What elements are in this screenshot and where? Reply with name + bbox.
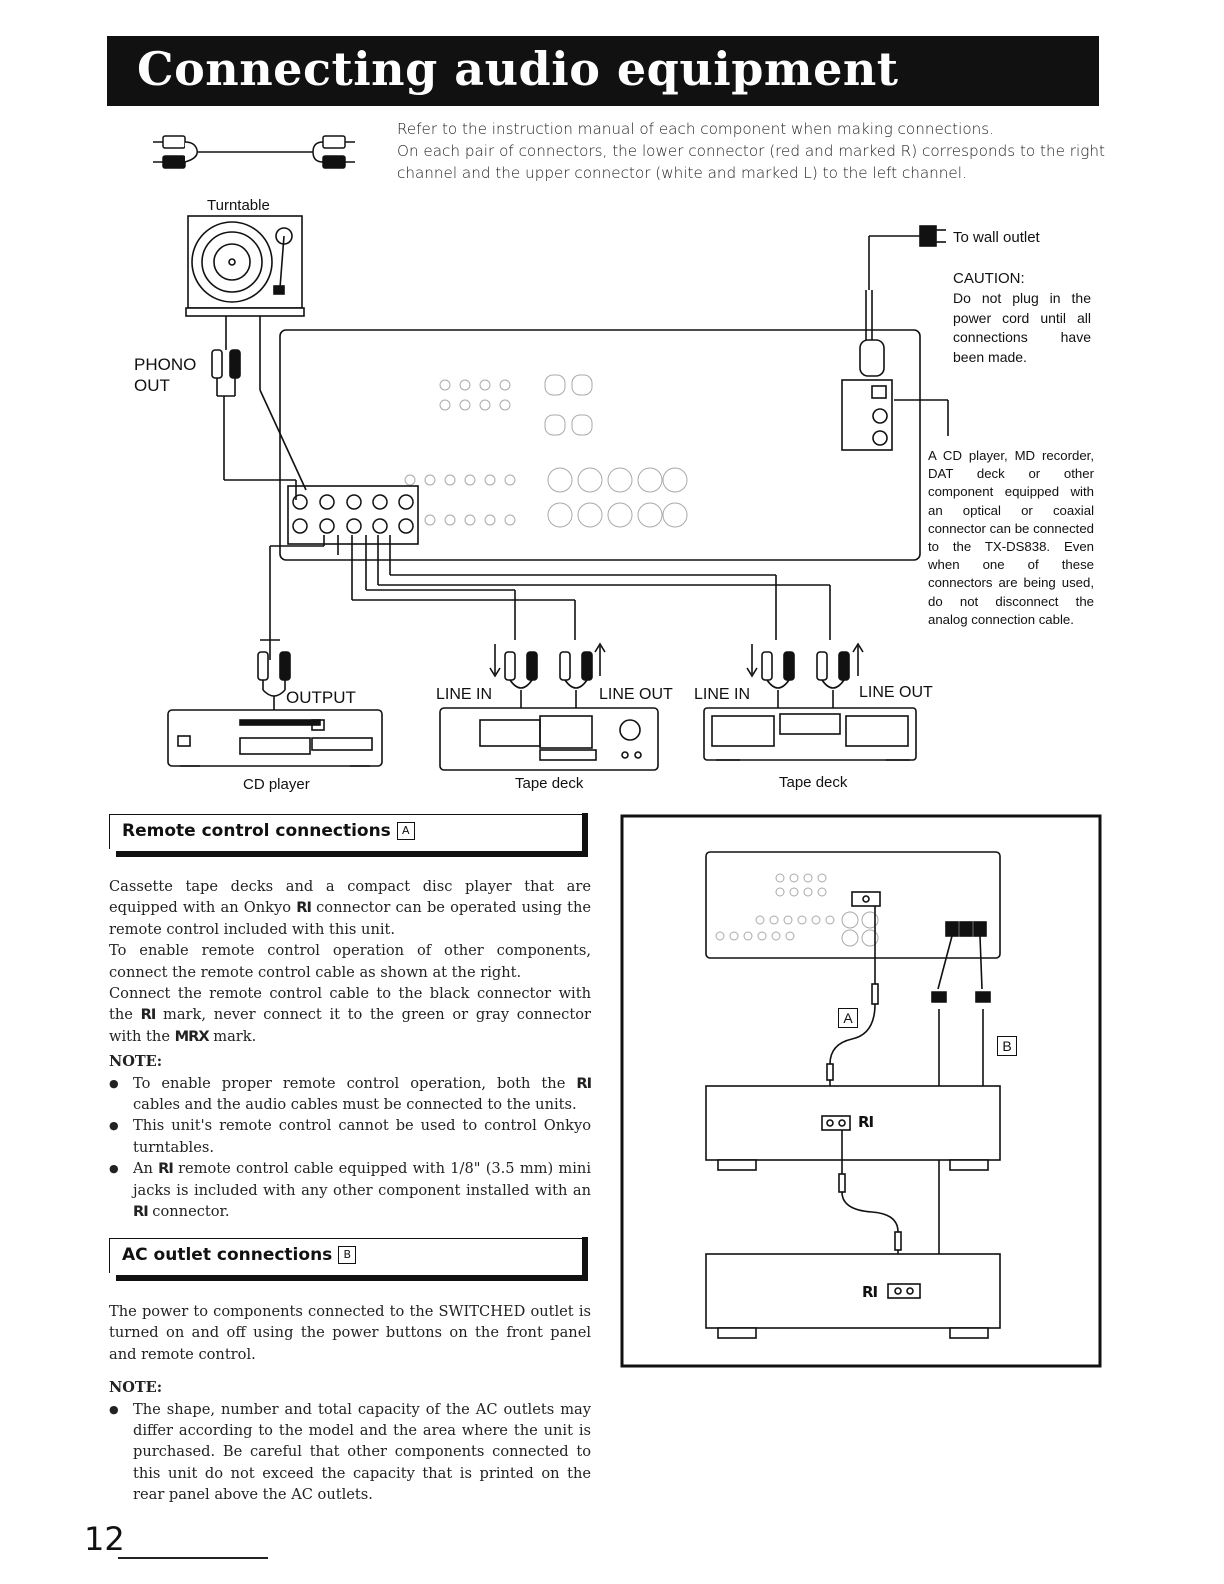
wall-outlet-label: To wall outlet (953, 229, 1040, 246)
ri-label-device-2: RI (862, 1283, 878, 1301)
receiver-jacks-faint (404, 374, 688, 528)
tape-deck-2-label: Tape deck (779, 774, 848, 791)
page-title: Connecting audio equipment (137, 42, 899, 96)
receiver-rear-panel (279, 329, 921, 561)
ri-mark: RI (140, 1006, 157, 1024)
caution-text: Do not plug in the power cord until all … (953, 290, 1091, 365)
diagram-label-a: A (838, 1008, 858, 1028)
cd-player-label: CD player (243, 776, 310, 793)
remote-section-body: Cassette tape decks and a compact disc p… (109, 876, 592, 1223)
remote-p3-a: Connect the remote control cable to the … (109, 985, 591, 1024)
page-title-bar: Connecting audio equipment (107, 36, 1099, 106)
ac-heading-letter: B (338, 1246, 357, 1264)
mrx-mark: MRX (174, 1027, 210, 1045)
ri-label-device-1: RI (858, 1113, 874, 1131)
remote-p1-b: connector can be operated using the remo… (109, 899, 592, 938)
page-number: 12 (84, 1520, 125, 1558)
remote-heading-letter: A (396, 822, 415, 840)
remote-note-list: To enable proper remote control operatio… (109, 1073, 592, 1223)
remote-ac-diagram (620, 814, 1102, 1368)
remote-p3-c: mark. (208, 1027, 257, 1045)
ac-section-body: The power to components connected to the… (109, 1301, 591, 1506)
line-out-label-1: LINE OUT (599, 686, 673, 703)
ac-note-title: NOTE: (109, 1379, 163, 1397)
line-in-label-2: LINE IN (694, 686, 751, 703)
list-item: This unit's remote control cannot be use… (109, 1115, 591, 1158)
line-in-label-1: LINE IN (436, 686, 493, 703)
line-out-label-2: LINE OUT (859, 684, 933, 701)
caution-title: CAUTION: (953, 270, 1025, 287)
page-rule (118, 1557, 268, 1559)
tape-deck-1-label: Tape deck (515, 775, 584, 792)
turntable-icon (185, 215, 305, 317)
turntable-label: Turntable (207, 197, 270, 214)
ac-section-heading: AC outlet connections B (109, 1237, 588, 1281)
tape-deck-1-icon (439, 707, 659, 771)
connection-diagram (167, 215, 949, 771)
diagram-label-b: B (997, 1036, 1017, 1056)
ac-p1: The power to components connected to the… (109, 1303, 591, 1363)
remote-p2: To enable remote control operation of ot… (109, 942, 591, 981)
intro-line-1: Refer to the instruction manual of each … (397, 120, 994, 138)
cd-player-icon (167, 709, 383, 767)
ac-heading-text: AC outlet connections (122, 1245, 333, 1265)
ac-note-list: The shape, number and total capacity of … (109, 1399, 591, 1506)
list-item: An RI remote control cable equipped with… (109, 1158, 591, 1222)
digital-input-note: A CD player, MD recorder, DAT deck or ot… (928, 448, 1094, 627)
intro-line-2: On each pair of connectors, the lower co… (397, 142, 1105, 182)
list-item: The shape, number and total capacity of … (109, 1399, 591, 1506)
output-label: OUTPUT (286, 688, 356, 707)
remote-p3-b: mark, never connect it to the green or g… (109, 1006, 591, 1045)
remote-p1-a: Cassette tape decks and a compact disc p… (109, 878, 591, 917)
remote-heading-text: Remote control connections (122, 821, 391, 841)
ri-mark: RI (296, 899, 312, 917)
phono-out-label-line2: OUT (134, 376, 170, 395)
intro-text: Refer to the instruction manual of each … (397, 118, 1107, 184)
remote-section-heading: Remote control connections A (109, 813, 588, 857)
phono-out-label-line1: PHONO (134, 355, 197, 374)
rca-cable-icon (153, 135, 355, 169)
remote-note-title: NOTE: (109, 1053, 163, 1071)
list-item: To enable proper remote control operatio… (109, 1073, 592, 1116)
tape-deck-2-icon (703, 707, 917, 761)
